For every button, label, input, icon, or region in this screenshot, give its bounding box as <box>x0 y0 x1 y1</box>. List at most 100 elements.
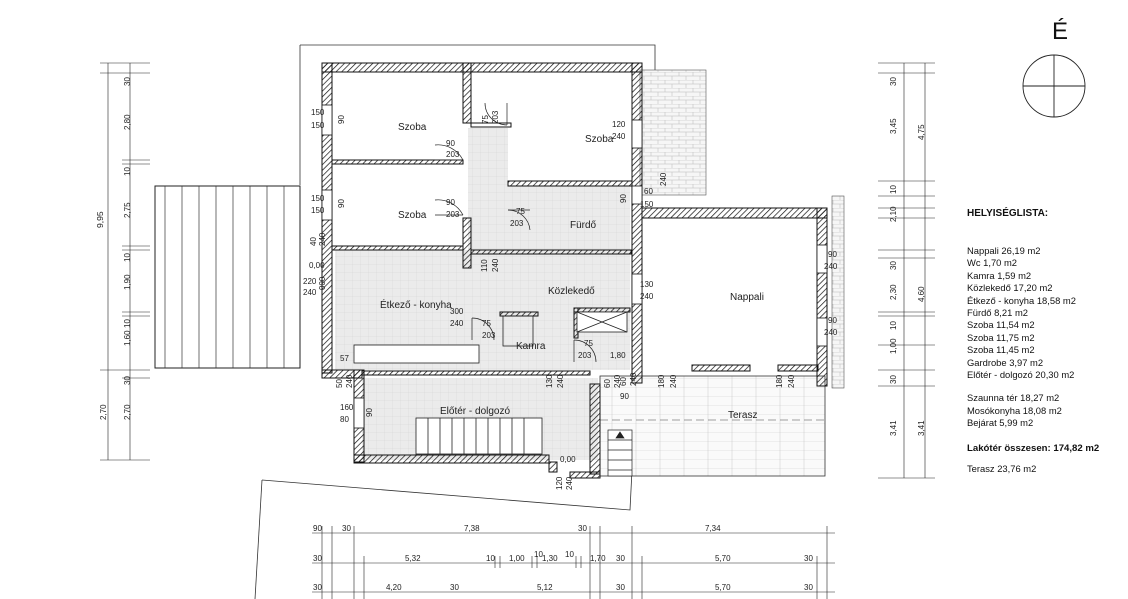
room-list-item: Szoba 11,54 m2 <box>967 319 1035 331</box>
dim-left-0: 30 <box>123 77 132 86</box>
room-list-item: Szoba 11,75 m2 <box>967 331 1035 343</box>
dim-b2-8: 30 <box>616 554 625 563</box>
annot-szoba3-win-1: 240 <box>612 132 626 141</box>
annot-szoba1-win-1: 150 <box>311 121 325 130</box>
annot-kitchen-57: 57 <box>340 354 349 363</box>
annot-furdo-win-2: 90 <box>619 194 628 203</box>
annot-nappali-win2-0: 90 <box>828 316 837 325</box>
room-list: HELYISÉGLISTA: Nappali 26,19 m2 Wc 1,70 … <box>967 208 1127 474</box>
dim-left-bottom-inner: 2,70 <box>123 404 132 420</box>
terrace-deck <box>599 375 826 477</box>
annot-mid-130-1: 240 <box>556 374 565 388</box>
dim-b1-0: 90 <box>313 524 322 533</box>
annot-szoba2-door-1: 203 <box>446 210 460 219</box>
dim-b2-6: 10 <box>565 550 574 559</box>
room-label-szoba-2: Szoba <box>398 210 427 221</box>
annot-entry-50-0: 50 <box>335 379 344 388</box>
annot-wc-door-1: 203 <box>578 351 592 360</box>
room-label-etkezo-konyha: Étkező - konyha <box>380 298 452 311</box>
room-list-item: Étkező - konyha 18,58 m2 <box>967 294 1076 306</box>
annot-corr-door1-1: 203 <box>491 110 500 124</box>
dim-b1-3: 30 <box>578 524 587 533</box>
compass-icon <box>1022 54 1086 118</box>
room-label-kamra: Kamra <box>516 341 546 352</box>
site-outline <box>254 44 656 599</box>
annot-kitchen-door-1: 240 <box>491 258 500 272</box>
room-label-kozlekedo: Közlekedő <box>548 286 595 297</box>
room-label-nappali: Nappali <box>730 292 764 303</box>
dim-b1-2: 7,38 <box>464 524 480 533</box>
annot-nappali-win1-0: 90 <box>828 250 837 259</box>
annot-kitchen-small-4: 240 <box>303 288 317 297</box>
annot-wc-door-0: 75 <box>584 339 593 348</box>
dim-right-0: 30 <box>889 77 898 86</box>
annot-kitchen-small-2: 0,00 <box>309 261 325 270</box>
entrance-steps <box>607 429 633 477</box>
annot-nappali-180b-0: 180 <box>775 374 784 388</box>
annot-mid-60-0: 60 <box>603 379 612 388</box>
dim-right-outer-2: 3,41 <box>917 420 926 436</box>
dim-b3-1: 4,20 <box>386 583 402 592</box>
annot-corr-door2-1: 203 <box>510 219 524 228</box>
annot-kozl-win-0: 130 <box>640 280 654 289</box>
dim-b3-6: 30 <box>804 583 813 592</box>
living-area-total: Lakótér összesen: 174,82 m2 <box>967 442 1100 454</box>
room-list-item: Nappali 26,19 m2 <box>967 245 1041 256</box>
dim-left-8: 30 <box>123 376 132 385</box>
dim-right-7: 1,00 <box>889 338 898 354</box>
annot-szoba2-door-0: 90 <box>446 198 455 207</box>
annot-kitchen-small-5: 000 <box>318 276 327 290</box>
room-list-item: Gardrobe 3,97 m2 <box>967 356 1044 368</box>
dim-b2-4: 10 <box>534 550 543 559</box>
dim-right-5: 2,30 <box>889 284 898 300</box>
dim-right-9: 3,41 <box>889 420 898 436</box>
annot-mid-60b-0: 60 <box>619 377 628 386</box>
annot-eloter-win-1: 80 <box>340 415 349 424</box>
annot-szoba1-win-2: 90 <box>337 115 346 124</box>
dim-right-8: 30 <box>889 375 898 384</box>
annot-szoba2-win-1: 150 <box>311 206 325 215</box>
annot-bottom-door-0: 120 <box>555 476 564 490</box>
right-dimension-chain <box>878 62 935 479</box>
annot-kitchen-300-1: 240 <box>450 319 464 328</box>
pergola <box>154 185 301 369</box>
annot-mid-60-1: 240 <box>613 374 622 388</box>
annot-corr-door1-0: 75 <box>481 115 490 124</box>
door-swings <box>434 102 597 363</box>
dim-b3-4: 30 <box>616 583 625 592</box>
annot-furdo-win-1: 240 <box>659 172 668 186</box>
dim-b1-1: 30 <box>342 524 351 533</box>
staircase <box>415 417 543 455</box>
room-list-title: HELYISÉGLISTA: <box>967 208 1049 219</box>
annot-kitchen-small-3: 220 <box>303 277 317 286</box>
kitchen-furniture <box>353 311 628 364</box>
room-label-furdo: Fürdő <box>570 220 597 231</box>
bottom-dimension-chain <box>312 526 835 599</box>
opening-annotations: 150 150 90 90 203 150 150 90 90 203 75 2… <box>303 108 838 490</box>
dim-right-4: 30 <box>889 261 898 270</box>
dim-b3-2: 30 <box>450 583 459 592</box>
annot-bottom-door-1: 240 <box>565 476 574 490</box>
annot-kamra-door-1: 203 <box>482 331 496 340</box>
annot-mid-60b-1: 240 <box>629 372 638 386</box>
room-label-terasz: Terasz <box>728 410 757 421</box>
annot-corr-door2-0: 75 <box>516 207 525 216</box>
annot-kitchen-small-0: 40 <box>309 237 318 246</box>
annot-eloter-win-2: 90 <box>365 408 374 417</box>
dim-left-4: 10 <box>123 253 132 262</box>
room-list-item: Szoba 11,45 m2 <box>967 344 1035 356</box>
dim-left-5: 1,90 <box>123 274 132 290</box>
terrace-area: Terasz 23,76 m2 <box>967 462 1037 474</box>
annot-kamra-door-0: 75 <box>482 319 491 328</box>
brick-paving-right <box>831 195 845 389</box>
annot-entry-50-1: 240 <box>345 374 354 388</box>
annot-nappali-180a-1: 240 <box>669 374 678 388</box>
dim-left-6: 10 <box>123 319 132 328</box>
annot-eloter-win-0: 160 <box>340 403 354 412</box>
dim-left-bottom-outer: 2,70 <box>99 404 108 420</box>
dim-right-outer-0: 4,75 <box>917 124 926 140</box>
room-label-eloter-dolgozo: Előtér - dolgozó <box>440 406 510 417</box>
dim-b3-0: 30 <box>313 583 322 592</box>
dim-b2-0: 30 <box>313 554 322 563</box>
dim-b2-7: 1,70 <box>590 554 606 563</box>
